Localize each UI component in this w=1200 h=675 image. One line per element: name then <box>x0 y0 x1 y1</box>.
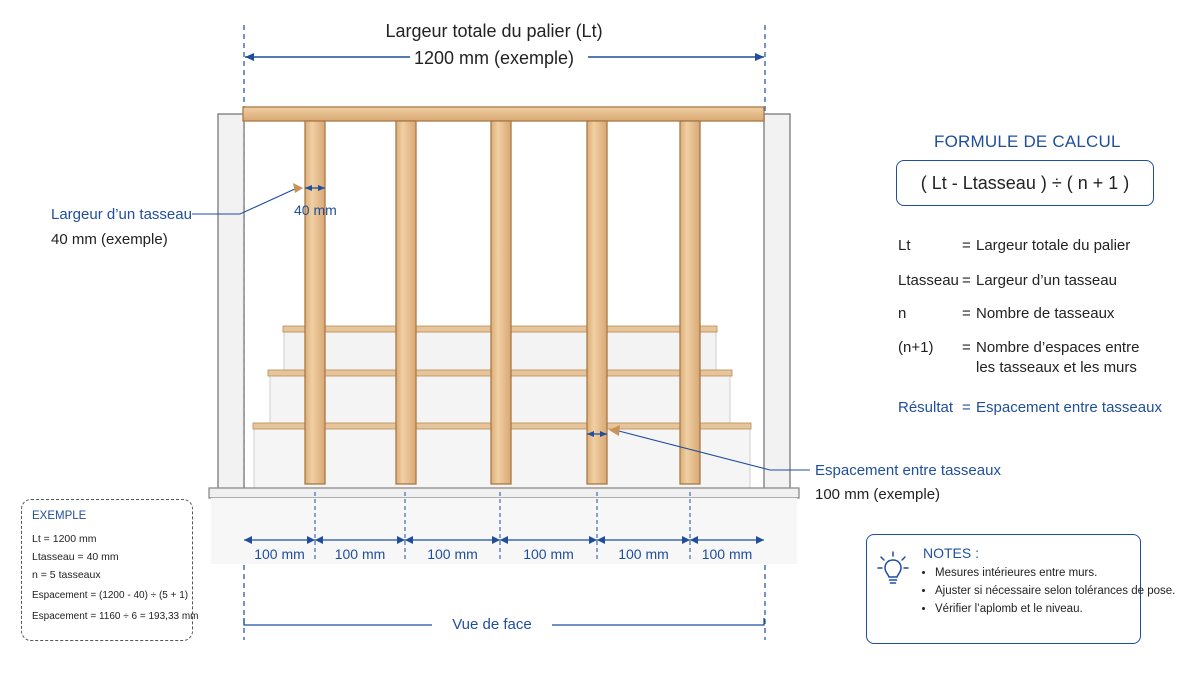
tasseau-3 <box>490 120 512 485</box>
formula-expression: ( Lt - Ltasseau ) ÷ ( n + 1 ) <box>896 160 1154 206</box>
tasseau-1 <box>304 120 326 485</box>
spacing-callout-title: Espacement entre tasseaux <box>815 462 1001 479</box>
legend-equals: = <box>962 399 971 416</box>
example-line: n = 5 tasseaux <box>32 569 101 581</box>
view-bracket <box>243 618 765 626</box>
tasseau-callout-value: 40 mm (exemple) <box>51 231 168 248</box>
example-line: Ltasseau = 40 mm <box>32 551 119 563</box>
right-wall <box>763 113 791 497</box>
legend-equals: = <box>962 237 971 254</box>
legend-equals: = <box>962 305 971 322</box>
example-box: EXEMPLE Lt = 1200 mm Ltasseau = 40 mm n … <box>21 499 199 641</box>
side-walls <box>217 113 791 497</box>
spacing-callout-value: 100 mm (exemple) <box>815 486 941 503</box>
legend-definition: Largeur d’un tasseau <box>976 272 1117 289</box>
legend-definition: Nombre de tasseaux <box>976 305 1115 322</box>
legend-symbol: Résultat <box>898 399 954 416</box>
top-rail <box>242 106 765 122</box>
tasseau-width-label: 40 mm <box>294 202 337 218</box>
legend-definition: Largeur totale du palier <box>976 237 1131 254</box>
notes-item: Vérifier l’aplomb et le niveau. <box>935 601 1140 618</box>
example-line: Espacement = 1160 ÷ 6 = 193,33 mm <box>32 611 199 622</box>
lightbulb-icon <box>877 551 909 596</box>
tasseau-callout-arrowhead <box>293 183 303 193</box>
tasseau-callout-leader <box>192 187 298 215</box>
legend-row-lt: Lt = Largeur totale du palier <box>898 237 1168 257</box>
example-line: Lt = 1200 mm <box>32 533 97 545</box>
legend-symbol: Ltasseau <box>898 272 959 289</box>
notes-list: Mesures intérieures entre murs. Ajuster … <box>919 565 1175 619</box>
spacing-callout-leader <box>614 429 810 471</box>
legend-row-n-plus-1: (n+1) = Nombre d’espaces entre les tasse… <box>898 339 1168 379</box>
legend-symbol: n <box>898 305 907 322</box>
legend-definition-continued: les tasseaux et les murs <box>976 359 1137 376</box>
legend-row-n: n = Nombre de tasseaux <box>898 305 1168 325</box>
spacing-label: 100 mm <box>427 546 478 562</box>
example-title: EXEMPLE <box>32 510 87 522</box>
spacing-label: 100 mm <box>618 546 669 562</box>
legend-definition: Espacement entre tasseaux <box>976 399 1162 416</box>
example-line: Espacement = (1200 - 40) ÷ (5 + 1) <box>32 590 189 601</box>
legend-equals: = <box>962 272 971 289</box>
legend-row-result: Résultat = Espacement entre tasseaux <box>898 399 1168 419</box>
tasseau-5 <box>679 120 701 485</box>
tasseau-width-indicator <box>192 183 325 215</box>
total-width-value: 1200 mm (exemple) <box>413 48 575 68</box>
view-label: Vue de face <box>452 616 532 633</box>
tasseaux <box>304 120 701 485</box>
total-width-title: Largeur totale du palier (Lt) <box>385 21 603 41</box>
spacing-label: 100 mm <box>334 546 386 562</box>
legend-row-ltasseau: Ltasseau = Largeur d’un tasseau <box>898 272 1168 292</box>
legend-equals: = <box>962 339 971 356</box>
notes-title: NOTES : <box>923 545 980 561</box>
notes-item: Ajuster si nécessaire selon tolérances d… <box>935 583 1175 600</box>
tasseau-2 <box>395 120 417 485</box>
legend-definition: Nombre d’espaces entre <box>976 339 1140 356</box>
notes-box: NOTES : Mesures intérieures entre murs. … <box>866 534 1175 644</box>
spacing-label: 100 mm <box>701 546 753 562</box>
tasseau-4 <box>586 120 608 485</box>
left-wall <box>217 113 245 497</box>
legend-symbol: (n+1) <box>898 339 934 356</box>
notes-item: Mesures intérieures entre murs. <box>935 565 1140 582</box>
floor-slab <box>208 487 800 564</box>
tasseau-callout-title: Largeur d’un tasseau <box>51 206 192 223</box>
formula-heading: FORMULE DE CALCUL <box>934 132 1121 151</box>
spacing-callout-arrowhead <box>609 425 620 436</box>
spacing-dimension-chain <box>244 492 764 562</box>
spacing-label: 100 mm <box>254 546 305 562</box>
legend-symbol: Lt <box>898 237 911 254</box>
spacing-label: 100 mm <box>523 546 574 562</box>
spacing-indicator <box>587 425 810 471</box>
